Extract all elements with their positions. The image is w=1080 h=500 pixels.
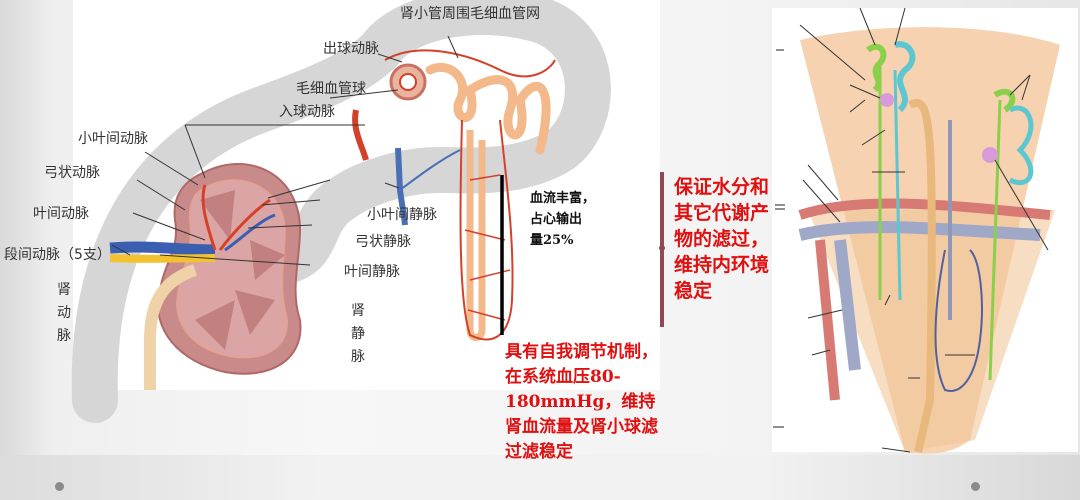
convoluted-tubule bbox=[425, 62, 551, 155]
label-arcuate-vein: 弓状静脉 bbox=[355, 234, 411, 250]
label-glomerulus: 毛细血管球 bbox=[296, 81, 366, 97]
note-blood-flow-line-3: 量25% bbox=[530, 233, 574, 248]
interlobular-vein-segment bbox=[395, 147, 408, 226]
note-blood-flow-line-1: 血流丰富， bbox=[530, 191, 596, 206]
note-filtration: 保证水分和其它代谢产物的滤过，维持内环境稳定 bbox=[674, 176, 770, 302]
afferent-artery-segment bbox=[352, 109, 369, 161]
label-arcuate-artery: 弓状动脉 bbox=[44, 165, 100, 181]
label-efferent-arteriole: 出球动脉 bbox=[323, 41, 379, 57]
note-blood-flow-line-2: 占心输出 bbox=[530, 212, 583, 227]
note-blood-flow: 血流丰富， 占心输出 量25% bbox=[530, 188, 595, 251]
label-interlobular-artery: 小叶间动脉 bbox=[78, 131, 148, 147]
note-autoregulation: 具有自我调节机制，在系统血压80-180mmHg，维持肾血流量及肾小球滤过滤稳定 bbox=[505, 342, 658, 462]
slide-bullet-right bbox=[971, 482, 980, 491]
slide-bullet-left bbox=[55, 482, 64, 491]
label-renal-vein: 肾静脉 bbox=[351, 303, 365, 365]
label-interlobular-vein: 小叶间静脉 bbox=[367, 207, 437, 223]
label-afferent-arteriole: 入球动脉 bbox=[279, 104, 335, 120]
label-renal-artery: 肾动脉 bbox=[57, 282, 71, 344]
slide-footer-band bbox=[0, 455, 1080, 500]
label-peritubular-capillary-network: 肾小管周围毛细血管网 bbox=[400, 6, 540, 22]
label-interlobar-vein: 叶间静脉 bbox=[344, 264, 400, 280]
label-segmental-artery: 段间动脉（5支） bbox=[4, 247, 111, 263]
grey-swoosh bbox=[71, 0, 611, 423]
label-interlobar-artery: 叶间动脉 bbox=[33, 206, 89, 222]
peritubular-capillary-net bbox=[459, 119, 514, 341]
